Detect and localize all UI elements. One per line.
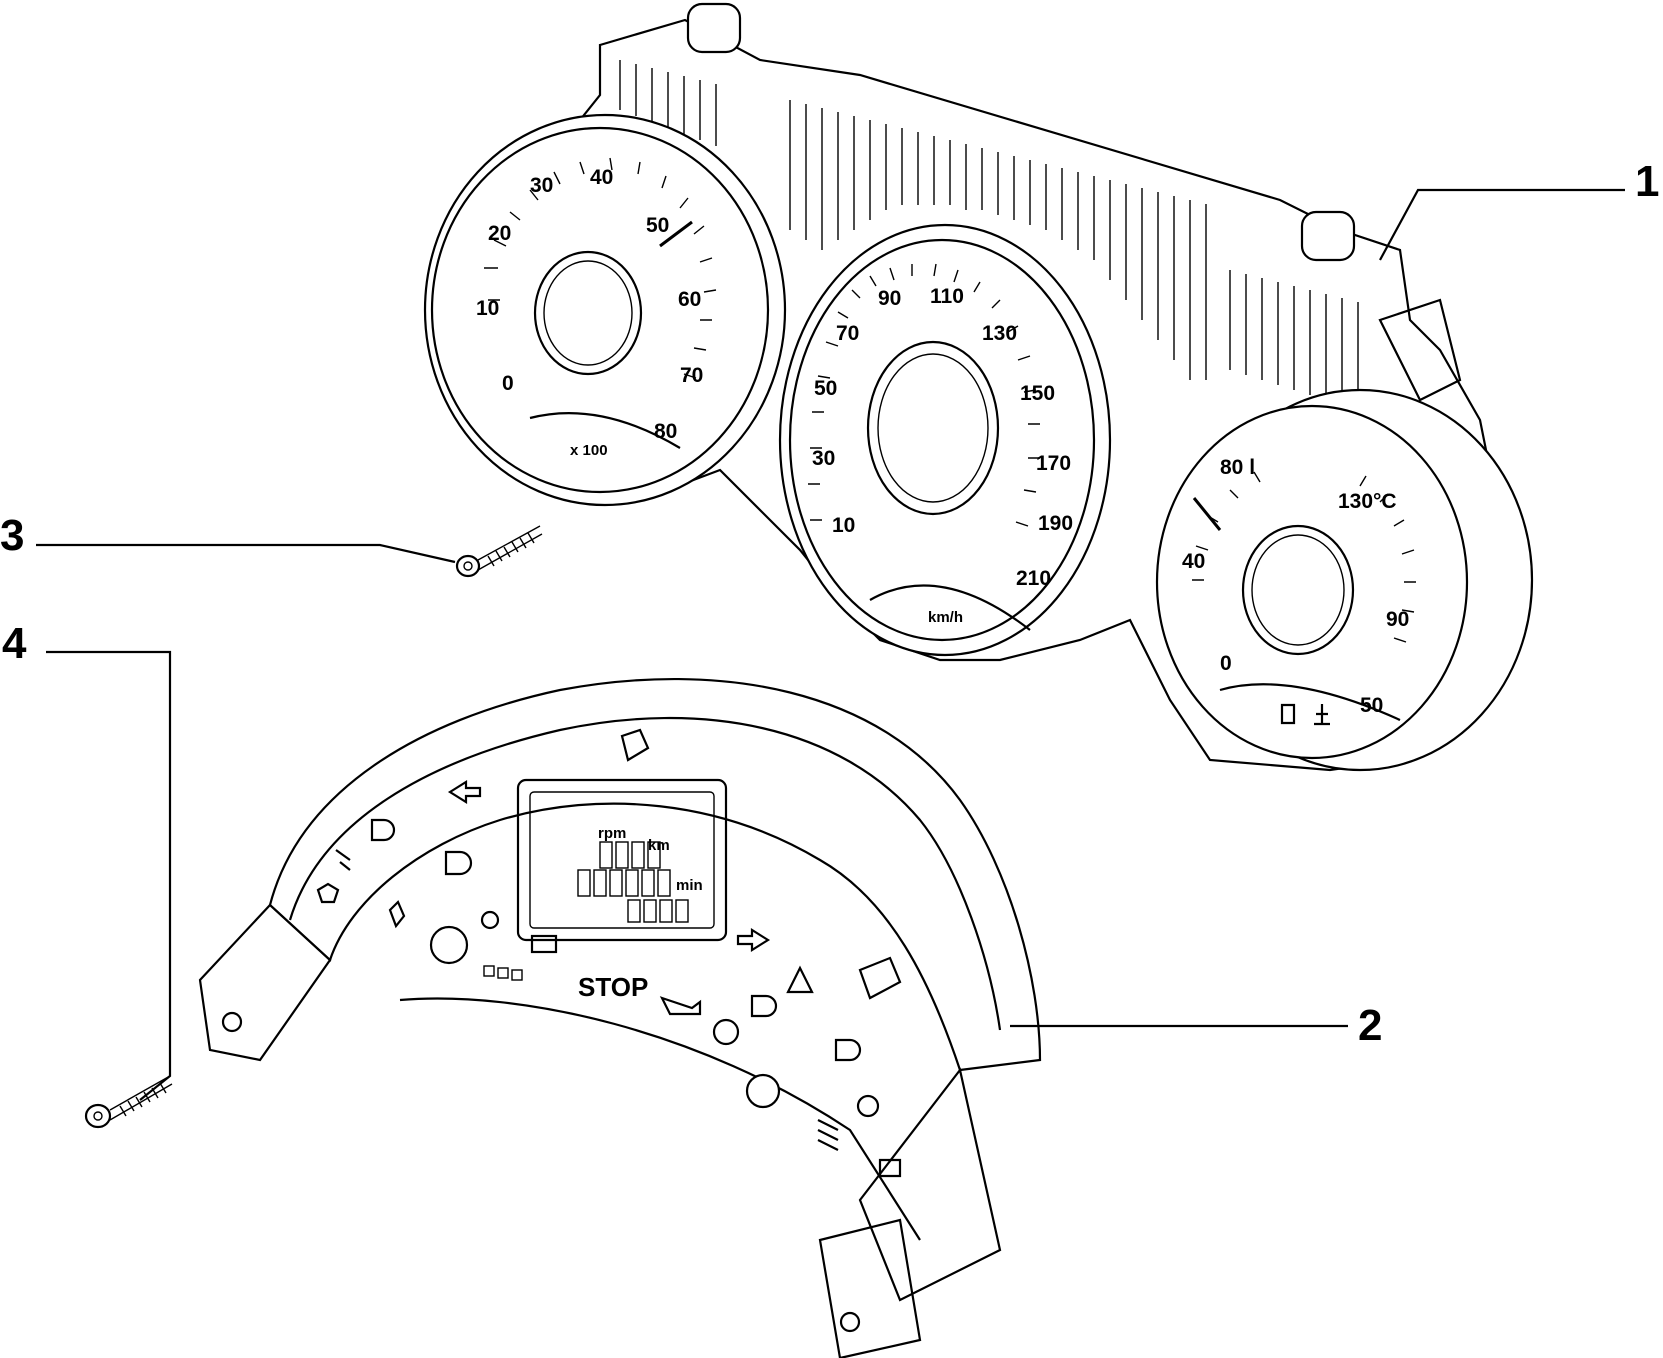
abs-icon — [856, 1094, 880, 1118]
airbag-icon — [316, 882, 340, 904]
tach-label-80: 80 — [654, 420, 677, 443]
speedo-ticks — [808, 263, 1040, 527]
rear-fog-icon — [834, 1038, 862, 1062]
tach-needle-mark — [659, 220, 693, 248]
speedo-label-190: 190 — [1038, 512, 1073, 535]
temp-label-130: 130°C — [1338, 490, 1397, 513]
glow-plug-icon — [480, 910, 500, 930]
tach-label-70: 70 — [680, 364, 703, 387]
fuel-label-0: 0 — [1220, 652, 1232, 675]
housing-vents — [619, 60, 1359, 410]
lcd-label-km: km — [648, 837, 670, 854]
fuel-temp-lower-window — [1219, 683, 1401, 722]
hazard-icon — [786, 965, 814, 994]
lcd-label-rpm: rpm — [598, 825, 626, 842]
tach-label-40: 40 — [590, 166, 613, 189]
tachometer-gauge: 0 10 20 30 40 50 60 70 80 x 100 — [423, 113, 787, 507]
tach-ticks — [484, 157, 717, 379]
callout-leaders — [36, 188, 1625, 1101]
trip-reset-knob — [429, 925, 469, 965]
seatbelt-icon — [388, 900, 406, 929]
turn-left-arrow-icon — [447, 780, 482, 804]
oil-pressure-icon — [659, 996, 702, 1016]
brake-icon — [712, 1018, 740, 1046]
connector-socket — [1378, 298, 1462, 402]
speedo-label-50: 50 — [814, 377, 837, 400]
panel-right-tab — [858, 1067, 1002, 1302]
tach-label-10: 10 — [476, 297, 499, 320]
speedo-label-90: 90 — [878, 287, 901, 310]
speedo-label-30: 30 — [812, 447, 835, 470]
temp-label-90: 90 — [1386, 608, 1409, 631]
screw-part-4 — [84, 1075, 173, 1129]
tach-label-60: 60 — [678, 288, 701, 311]
tach-label-50: 50 — [646, 214, 669, 237]
speedo-label-150: 150 — [1020, 382, 1055, 405]
callout-3: 3 — [0, 511, 24, 560]
tach-label-0: 0 — [502, 372, 514, 395]
speedo-label-10: 10 — [832, 514, 855, 537]
tach-unit: x 100 — [570, 442, 608, 459]
fuel-temp-gauge: 0 40 80 l 50 90 130°C — [1155, 388, 1534, 772]
battery-icon — [530, 934, 558, 954]
lcd-label-min: min — [676, 877, 703, 894]
fog-light-icon — [750, 994, 778, 1018]
lcd-digits — [577, 841, 689, 923]
turn-right-arrow-icon — [736, 928, 771, 952]
tach-label-20: 20 — [488, 222, 511, 245]
fuel-pump-icon — [1280, 703, 1296, 725]
leader-1 — [1379, 188, 1625, 261]
panel-side-latch — [858, 956, 902, 1000]
fuel-label-40: 40 — [1182, 550, 1205, 573]
mounting-boss-right — [1300, 210, 1356, 262]
leader-4 — [46, 650, 172, 1101]
temp-label-50: 50 — [1360, 694, 1383, 717]
mount-hole-left — [221, 1011, 243, 1033]
panel-clip — [620, 728, 650, 762]
engine-check-icon — [878, 1158, 902, 1178]
speedo-label-210: 210 — [1016, 567, 1051, 590]
wiper-icon — [335, 849, 351, 871]
stop-warning-label: STOP — [578, 972, 648, 1002]
screw-part-3 — [455, 525, 543, 578]
headlight-icon — [370, 818, 396, 842]
clock-adjust-knob — [745, 1073, 781, 1109]
fuel-label-80: 80 l — [1220, 456, 1255, 479]
leader-3 — [36, 543, 456, 564]
direction-arrows-icon — [817, 1119, 839, 1151]
fuel-needle-mark — [1192, 497, 1222, 531]
high-beam-icon — [444, 850, 473, 876]
panel-bottom-tab — [818, 1218, 922, 1358]
tach-label-30: 30 — [530, 174, 553, 197]
speedo-label-70: 70 — [836, 322, 859, 345]
warning-light-panel: rpm km min STOP — [198, 677, 1042, 1358]
callout-4: 4 — [2, 619, 27, 668]
coolant-temp-icon — [1314, 704, 1330, 726]
mounting-boss-left — [686, 2, 742, 54]
speedometer-gauge: 10 30 50 70 90 110 130 150 170 190 210 k… — [778, 223, 1112, 657]
fuel-temp-ticks — [1192, 471, 1416, 643]
mount-hole-right — [839, 1311, 861, 1333]
speedo-label-110: 110 — [930, 285, 964, 308]
panel-left-tab — [198, 903, 332, 1062]
speedo-unit: km/h — [928, 609, 963, 626]
lcd-display — [516, 778, 728, 942]
speedo-lower-window — [869, 584, 1031, 631]
speedo-label-170: 170 — [1036, 452, 1071, 475]
callout-1: 1 — [1635, 157, 1659, 206]
callout-2: 2 — [1358, 1001, 1382, 1050]
speedo-label-130: 130 — [982, 322, 1017, 345]
tach-lower-window — [529, 412, 681, 449]
